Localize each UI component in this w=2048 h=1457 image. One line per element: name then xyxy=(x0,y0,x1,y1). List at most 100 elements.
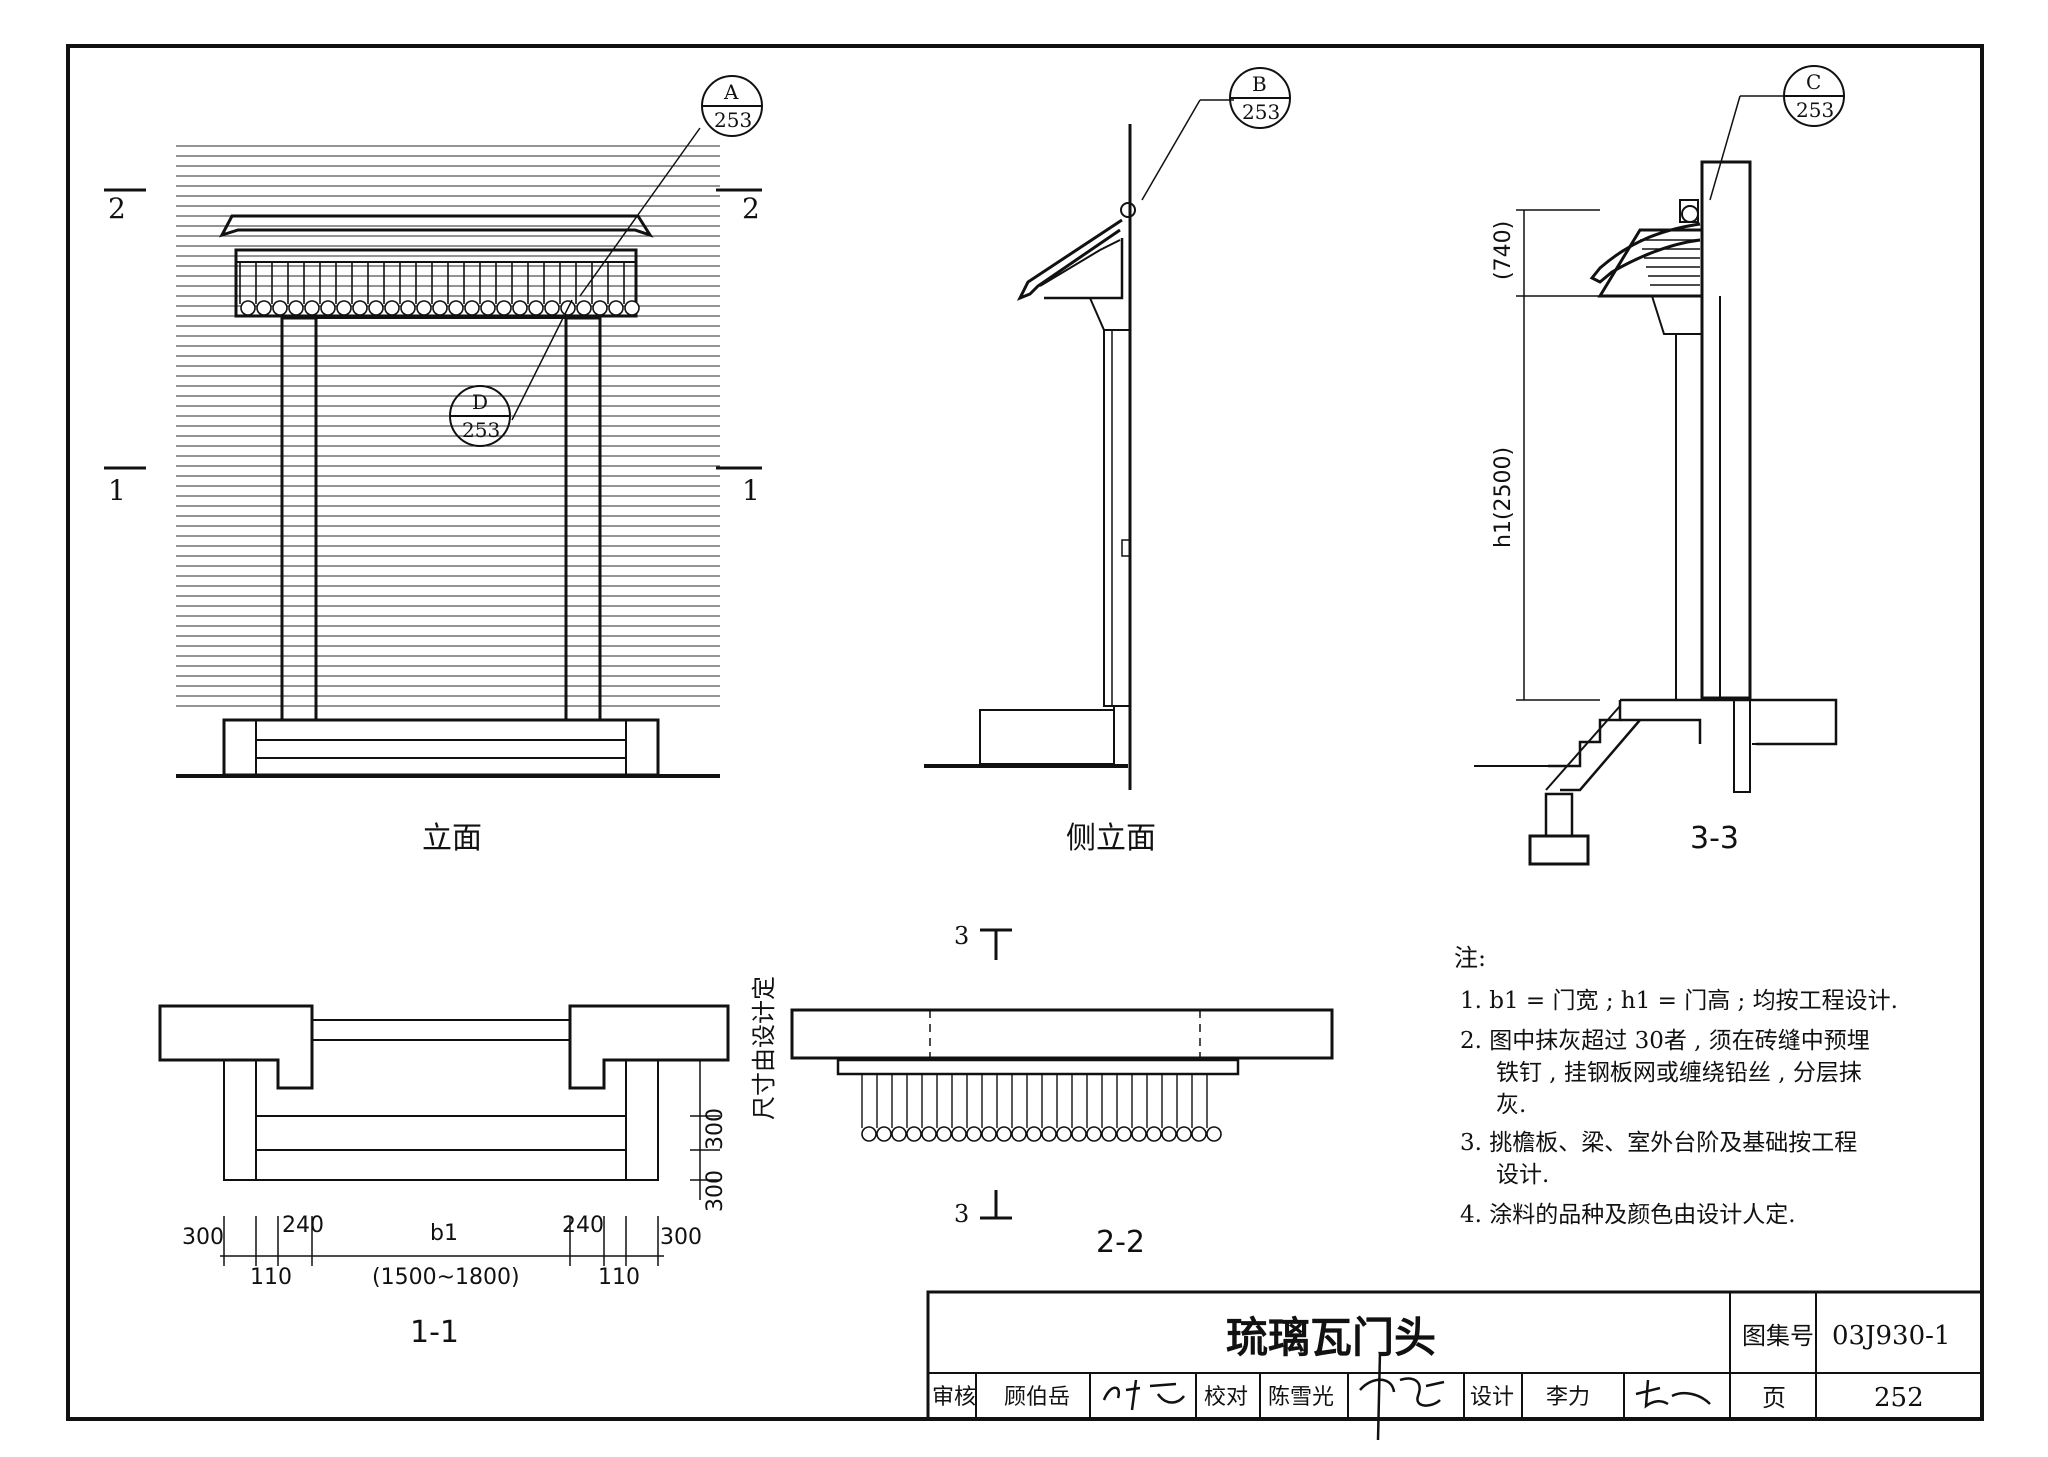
dim-110-left: 110 xyxy=(250,1265,292,1290)
eave-ridge xyxy=(218,214,654,238)
tile-end xyxy=(1146,1126,1162,1142)
design-label: 设计 xyxy=(1470,1385,1514,1410)
dim-b1: b1 xyxy=(430,1221,458,1246)
detail-c-sheet: 253 xyxy=(1796,98,1834,122)
tile-end xyxy=(576,300,592,316)
title-block: 琉璃瓦门头 图集号 03J930-1 审核 顾伯岳 校对 陈雪光 设计 李力 页… xyxy=(926,1290,1984,1441)
tile-end xyxy=(592,300,608,316)
glazed-tile-row xyxy=(239,262,640,316)
page-label: 页 xyxy=(1762,1384,1786,1412)
dim-b1-range: (1500~1800) xyxy=(372,1265,520,1290)
tile-end xyxy=(368,300,384,316)
side-elevation-label: 侧立面 xyxy=(1066,821,1156,856)
tile-end xyxy=(288,300,304,316)
tile-end xyxy=(936,1126,952,1142)
tile-end xyxy=(304,300,320,316)
tile-end xyxy=(1011,1126,1027,1142)
dim-300-v2: 300 xyxy=(703,1170,728,1212)
door-pilaster-left xyxy=(280,316,318,722)
tile-end xyxy=(1116,1126,1132,1142)
tile-end xyxy=(1101,1126,1117,1142)
section-floor-slab xyxy=(1548,698,1838,768)
dim-740: (740) xyxy=(1491,221,1516,280)
section-mark-3-bottom: 3 xyxy=(954,1200,969,1228)
tile-end xyxy=(432,300,448,316)
plan-wall-left xyxy=(158,1004,314,1090)
dim-h1: h1(2500) xyxy=(1491,447,1516,548)
entrance-step xyxy=(222,718,660,777)
detail-a-letter: A xyxy=(723,80,739,104)
section-mark-2-left: 2 xyxy=(108,192,126,225)
tile-end xyxy=(528,300,544,316)
dim-300-v1: 300 xyxy=(703,1108,728,1150)
detail-b-letter: B xyxy=(1252,72,1267,96)
section-tile-layers xyxy=(1640,239,1700,286)
section-mark-3-top: 3 xyxy=(954,922,969,950)
tile-end xyxy=(256,300,272,316)
section-mark-1-right: 1 xyxy=(742,474,760,507)
tile-end xyxy=(512,300,528,316)
tile-end xyxy=(400,300,416,316)
dim-300-left: 300 xyxy=(182,1225,224,1250)
section-stair-slab xyxy=(1560,718,1702,792)
section-mark-1-left: 1 xyxy=(108,474,126,507)
notes-block: 注: 1. b1 = 门宽 ; h1 = 门高 ; 均按工程设计. 2. 图中抹… xyxy=(1454,944,1898,1228)
tile-end xyxy=(891,1126,907,1142)
plan-eave-board xyxy=(836,1058,1240,1076)
side-roof-slope xyxy=(1016,218,1123,301)
note-2c: 灰. xyxy=(1496,1092,1526,1118)
tile-end xyxy=(1026,1126,1042,1142)
tile-end xyxy=(240,300,256,316)
side-elevation-view: B 253 侧立面 xyxy=(924,67,1291,856)
tile-end xyxy=(624,300,640,316)
tile-end xyxy=(1086,1126,1102,1142)
reviewer-signature xyxy=(1102,1379,1185,1411)
section-1-1-view: 300 300 尺寸由设计定 300 240 b1 240 300 110 (1… xyxy=(158,976,778,1350)
designer-signature xyxy=(1635,1379,1711,1409)
checker-signature xyxy=(1359,1351,1445,1441)
section-eave-slab xyxy=(1597,228,1704,298)
section-door-jamb xyxy=(1675,333,1703,701)
tile-end xyxy=(951,1126,967,1142)
tile-end xyxy=(1071,1126,1087,1142)
dim-240-left: 240 xyxy=(282,1213,324,1238)
tile-end xyxy=(544,300,560,316)
tile-end xyxy=(1131,1126,1147,1142)
plan-tile-row xyxy=(861,1074,1222,1142)
tile-roof-band xyxy=(234,248,638,318)
note-3: 3. 挑檐板、梁、室外台阶及基础按工程 xyxy=(1460,1130,1857,1156)
note-2: 2. 图中抹灰超过 30者 , 须在砖缝中预埋 xyxy=(1460,1028,1870,1054)
check-label: 校对 xyxy=(1204,1385,1248,1410)
section-3-3-label: 3-3 xyxy=(1690,821,1739,856)
page-number: 252 xyxy=(1874,1383,1924,1413)
section-footing xyxy=(1528,834,1590,866)
tile-end xyxy=(336,300,352,316)
tile-end xyxy=(861,1126,877,1142)
section-2-2-view: 3 3 2-2 xyxy=(790,922,1334,1260)
detail-b-sheet: 253 xyxy=(1242,100,1280,124)
atlas-number: 03J930-1 xyxy=(1832,1321,1950,1351)
side-pilaster xyxy=(1103,329,1131,707)
note-2b: 铁钉 , 挂钢板网或缠绕铅丝 , 分层抹 xyxy=(1496,1060,1862,1086)
door-opening xyxy=(315,317,567,721)
tile-end xyxy=(320,300,336,316)
note-4: 4. 涂料的品种及颜色由设计人定. xyxy=(1460,1202,1796,1228)
dim-240-right: 240 xyxy=(562,1213,604,1238)
reviewer-name: 顾伯岳 xyxy=(1004,1385,1070,1410)
tile-end xyxy=(1041,1126,1057,1142)
detail-c-letter: C xyxy=(1806,70,1821,94)
tile-end xyxy=(966,1126,982,1142)
plan-wall-band xyxy=(790,1008,1334,1060)
dim-by-design: 尺寸由设计定 xyxy=(750,976,778,1120)
tile-end xyxy=(1206,1126,1222,1142)
section-3-3-view: (740) h1(2500) C 253 3-3 xyxy=(1474,65,1845,866)
plan-step-outline xyxy=(223,1060,659,1181)
tile-end xyxy=(1176,1126,1192,1142)
note-1: 1. b1 = 门宽 ; h1 = 门高 ; 均按工程设计. xyxy=(1460,988,1898,1014)
tile-end xyxy=(906,1126,922,1142)
note-3b: 设计. xyxy=(1496,1162,1549,1188)
side-step xyxy=(979,709,1115,765)
review-label: 审核 xyxy=(932,1385,976,1410)
tile-end xyxy=(876,1126,892,1142)
